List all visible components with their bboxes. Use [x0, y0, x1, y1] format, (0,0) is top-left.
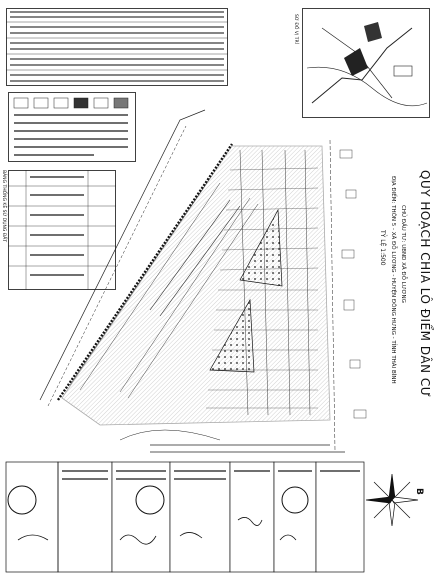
inset-map-label: SƠ ĐỒ VỊ TRÍ	[293, 14, 298, 44]
lot-statistics-table	[6, 8, 228, 86]
north-label: B	[414, 488, 424, 495]
legend-title: BẢNG THỐNG KÊ SỬ DỤNG ĐẤT	[1, 170, 6, 243]
scale-label: TỶ LỆ 1:500	[379, 230, 386, 266]
location-line: ĐỊA ĐIỂM: THÔN 5 - XÃ ĐỖ LƯƠNG - HUYỆN Đ…	[390, 176, 396, 384]
north-arrow-icon	[365, 473, 419, 527]
location-inset-map	[302, 8, 430, 118]
land-use-table	[8, 170, 116, 290]
land-use-legend	[8, 92, 136, 162]
investor-line: CHỦ ĐẦU TƯ: UBND XÃ ĐỖ LƯƠNG	[400, 205, 406, 303]
plan-title: QUY HOẠCH CHIA LÔ ĐIỂM DÂN CƯ	[418, 170, 432, 398]
